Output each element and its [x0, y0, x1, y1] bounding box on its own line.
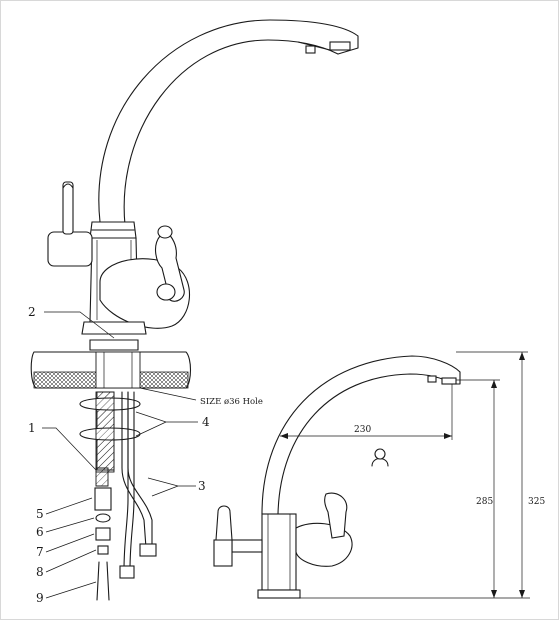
callout-2: 2 [28, 305, 36, 319]
hose-fitting-a [139, 543, 157, 557]
dimension-reach: 230 [354, 425, 371, 435]
callout-4: 4 [202, 415, 210, 429]
side-view: 230 285 325 [213, 351, 545, 599]
hose-b [123, 391, 129, 571]
side-filter-valve [231, 539, 263, 553]
spout-tip [337, 35, 359, 55]
aerator [329, 41, 351, 51]
dimension-spout-height: 285 [476, 497, 493, 507]
side-body [261, 513, 297, 591]
callout-9: 9 [36, 591, 44, 605]
mixer-lever [154, 231, 185, 302]
base-ring [81, 321, 147, 335]
filter-valve [47, 231, 93, 267]
spout-inner [123, 39, 339, 226]
ferrule [97, 545, 109, 555]
filter-lever [62, 181, 74, 235]
brass-nut [94, 487, 112, 511]
hole-size-note: SIZE ø36 Hole [200, 397, 263, 407]
filter-tube [96, 561, 110, 601]
washer [95, 513, 111, 523]
hose-fitting-b [119, 565, 135, 579]
callout-3: 3 [198, 479, 206, 493]
hose-a [121, 391, 147, 549]
side-base [257, 589, 301, 599]
exploded-view: 2 1 4 3 5 6 7 8 9 SIZE ø36 Hole [28, 19, 359, 605]
compression-nut [95, 527, 111, 541]
side-spout-outer [261, 355, 461, 515]
callout-5: 5 [36, 507, 44, 521]
dimension-total-height: 325 [528, 497, 545, 507]
lever-symbol [371, 457, 389, 467]
spout-outer [98, 19, 359, 223]
side-filter-lever [215, 505, 233, 541]
callout-7: 7 [36, 545, 44, 559]
callout-8: 8 [36, 565, 44, 579]
filter-outlet [305, 45, 316, 54]
side-mixer-lever [324, 492, 348, 539]
o-ring [89, 339, 139, 351]
side-spout-inner [277, 373, 453, 515]
callout-6: 6 [36, 525, 44, 539]
callout-1: 1 [28, 421, 36, 435]
